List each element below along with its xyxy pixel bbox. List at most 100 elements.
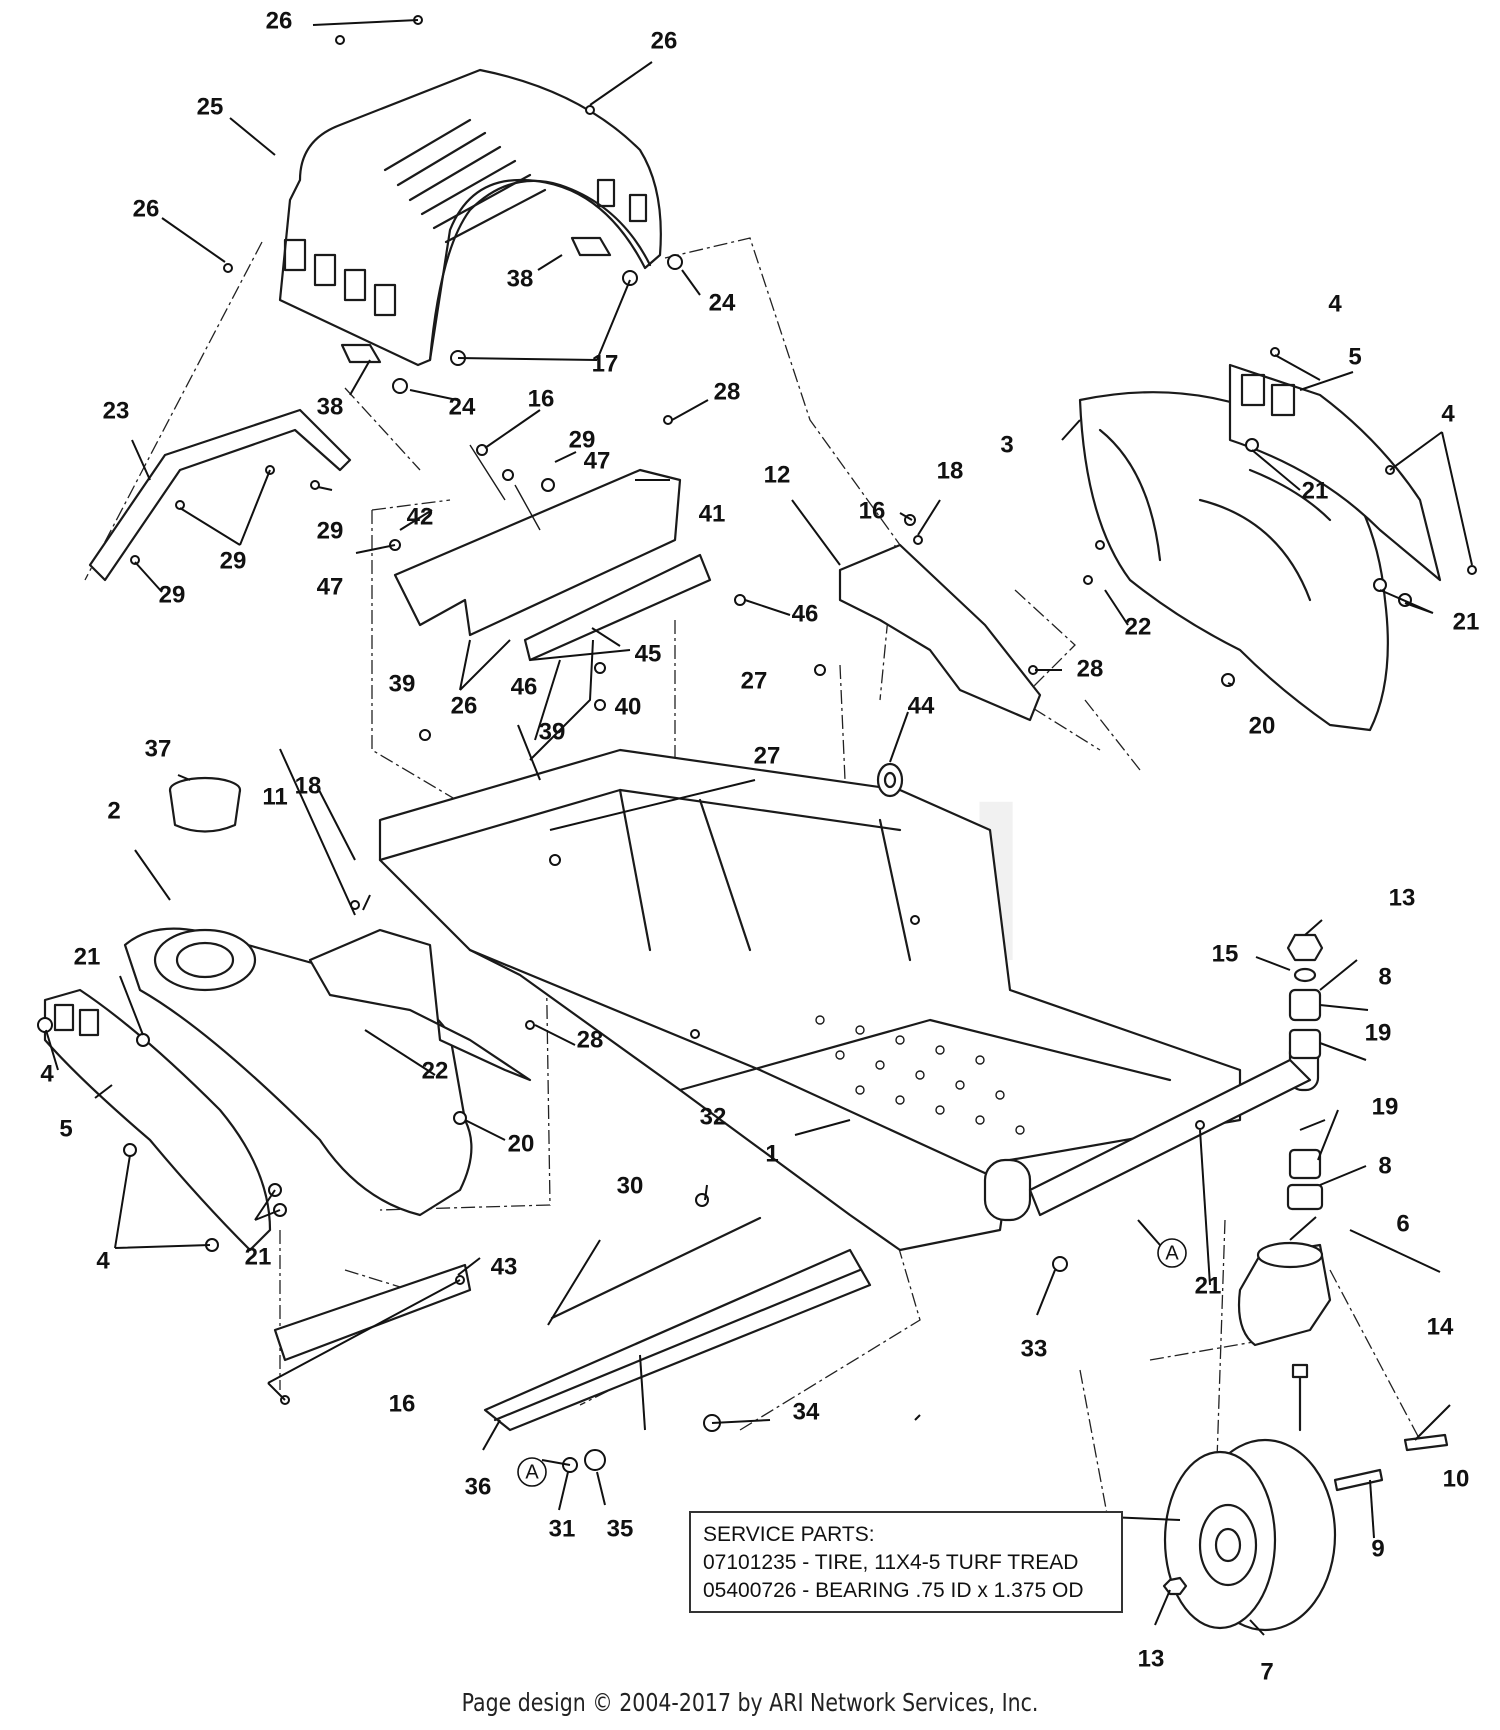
service-parts-title: SERVICE PARTS: <box>703 1523 875 1546</box>
callout-7: 7 <box>1260 1658 1273 1685</box>
callout-20: 20 <box>508 1130 535 1157</box>
callout-14: 14 <box>1427 1313 1454 1340</box>
callout-32: 32 <box>700 1103 727 1130</box>
engine-cover <box>278 68 662 367</box>
callout-41: 41 <box>699 500 726 527</box>
callout-12: 12 <box>764 461 791 488</box>
caster-fork <box>1237 1241 1332 1347</box>
callout-46: 46 <box>511 673 538 700</box>
left-decal-plate <box>43 988 272 1252</box>
service-part-line: 07101235 - TIRE, 11X4-5 TURF TREAD <box>703 1551 1079 1574</box>
svg-text:A: A <box>525 1461 539 1483</box>
callout-28: 28 <box>1077 655 1104 682</box>
bumper-strips <box>340 236 612 364</box>
callout-4: 4 <box>96 1247 110 1274</box>
callout-29: 29 <box>159 581 186 608</box>
front-baffle <box>483 1216 872 1432</box>
callout-3: 3 <box>1000 431 1013 458</box>
callout-43: 43 <box>491 1253 518 1280</box>
callout-18: 18 <box>937 457 964 484</box>
callout-30: 30 <box>617 1172 644 1199</box>
callout-4: 4 <box>1441 400 1455 427</box>
callout-21: 21 <box>74 943 101 970</box>
callout-1: 1 <box>765 1140 778 1167</box>
callout-21: 21 <box>1453 608 1480 635</box>
cover-vent-slots <box>383 118 547 244</box>
callout-40: 40 <box>615 693 642 720</box>
callout-19: 19 <box>1365 1019 1392 1046</box>
callout-18: 18 <box>295 772 322 799</box>
reference-marker-left: A <box>517 1457 547 1487</box>
grommet <box>876 762 904 798</box>
callout-29: 29 <box>569 426 596 453</box>
callout-13: 13 <box>1389 884 1416 911</box>
callout-19: 19 <box>1372 1093 1399 1120</box>
callout-23: 23 <box>103 397 130 424</box>
right-rear-bracket <box>838 543 1042 722</box>
callout-21: 21 <box>1302 477 1329 504</box>
reference-marker-right: A <box>1137 1219 1187 1268</box>
right-decal-plate <box>1228 363 1442 582</box>
callout-21: 21 <box>245 1243 272 1270</box>
callout-13: 13 <box>1138 1645 1165 1672</box>
fuel-cap <box>168 776 242 833</box>
caster-wheel <box>1163 1438 1337 1632</box>
callout-28: 28 <box>577 1026 604 1053</box>
callout-44: 44 <box>908 692 935 719</box>
callout-20: 20 <box>1249 712 1276 739</box>
callout-16: 16 <box>859 497 886 524</box>
callout-46: 46 <box>792 600 819 627</box>
callout-35: 35 <box>607 1515 634 1542</box>
callout-11: 11 <box>262 783 287 810</box>
svg-text:A: A <box>1165 1242 1179 1264</box>
callout-45: 45 <box>635 640 662 667</box>
callout-16: 16 <box>528 385 555 412</box>
callout-22: 22 <box>1125 613 1152 640</box>
callout-27: 27 <box>754 742 781 769</box>
callout-9: 9 <box>1371 1535 1384 1562</box>
callout-26: 26 <box>266 7 293 34</box>
service-part-line: 05400726 - BEARING .75 ID x 1.375 OD <box>703 1579 1084 1602</box>
callout-27: 27 <box>741 667 768 694</box>
callout-4: 4 <box>1328 290 1342 317</box>
control-plate <box>393 444 712 662</box>
rear-bracket <box>88 408 352 582</box>
callout-31: 31 <box>549 1515 576 1542</box>
callout-24: 24 <box>709 289 736 316</box>
callout-28: 28 <box>714 378 741 405</box>
cover-side-windows <box>283 178 648 317</box>
callout-5: 5 <box>1348 343 1361 370</box>
callout-26: 26 <box>451 692 478 719</box>
callout-39: 39 <box>539 718 566 745</box>
callout-16: 16 <box>389 1390 416 1417</box>
callout-38: 38 <box>507 265 534 292</box>
callout-26: 26 <box>651 27 678 54</box>
callout-42: 42 <box>407 503 434 530</box>
callout-24: 24 <box>449 393 476 420</box>
left-guard <box>273 1263 472 1362</box>
callout-36: 36 <box>465 1473 492 1500</box>
callout-17: 17 <box>592 350 619 377</box>
main-frame <box>378 748 1320 1252</box>
callout-2: 2 <box>107 797 120 824</box>
callout-21: 21 <box>1195 1272 1222 1299</box>
callout-34: 34 <box>793 1398 820 1425</box>
callout-37: 37 <box>145 735 172 762</box>
callout-5: 5 <box>59 1115 72 1142</box>
frame-floor-holes <box>815 1015 1025 1135</box>
callout-10: 10 <box>1443 1465 1470 1492</box>
callout-29: 29 <box>220 547 247 574</box>
callout-8: 8 <box>1378 1152 1391 1179</box>
left-shield <box>308 928 532 1082</box>
callout-22: 22 <box>422 1057 449 1084</box>
callout-29: 29 <box>317 517 344 544</box>
service-parts-box: SERVICE PARTS: 07101235 - TIRE, 11X4-5 T… <box>689 1511 1123 1613</box>
leader-lines <box>45 19 1473 1636</box>
callout-33: 33 <box>1021 1335 1048 1362</box>
callout-47: 47 <box>584 447 611 474</box>
callout-47: 47 <box>317 573 344 600</box>
callout-4: 4 <box>40 1060 54 1087</box>
callout-38: 38 <box>317 393 344 420</box>
callout-6: 6 <box>1396 1210 1409 1237</box>
